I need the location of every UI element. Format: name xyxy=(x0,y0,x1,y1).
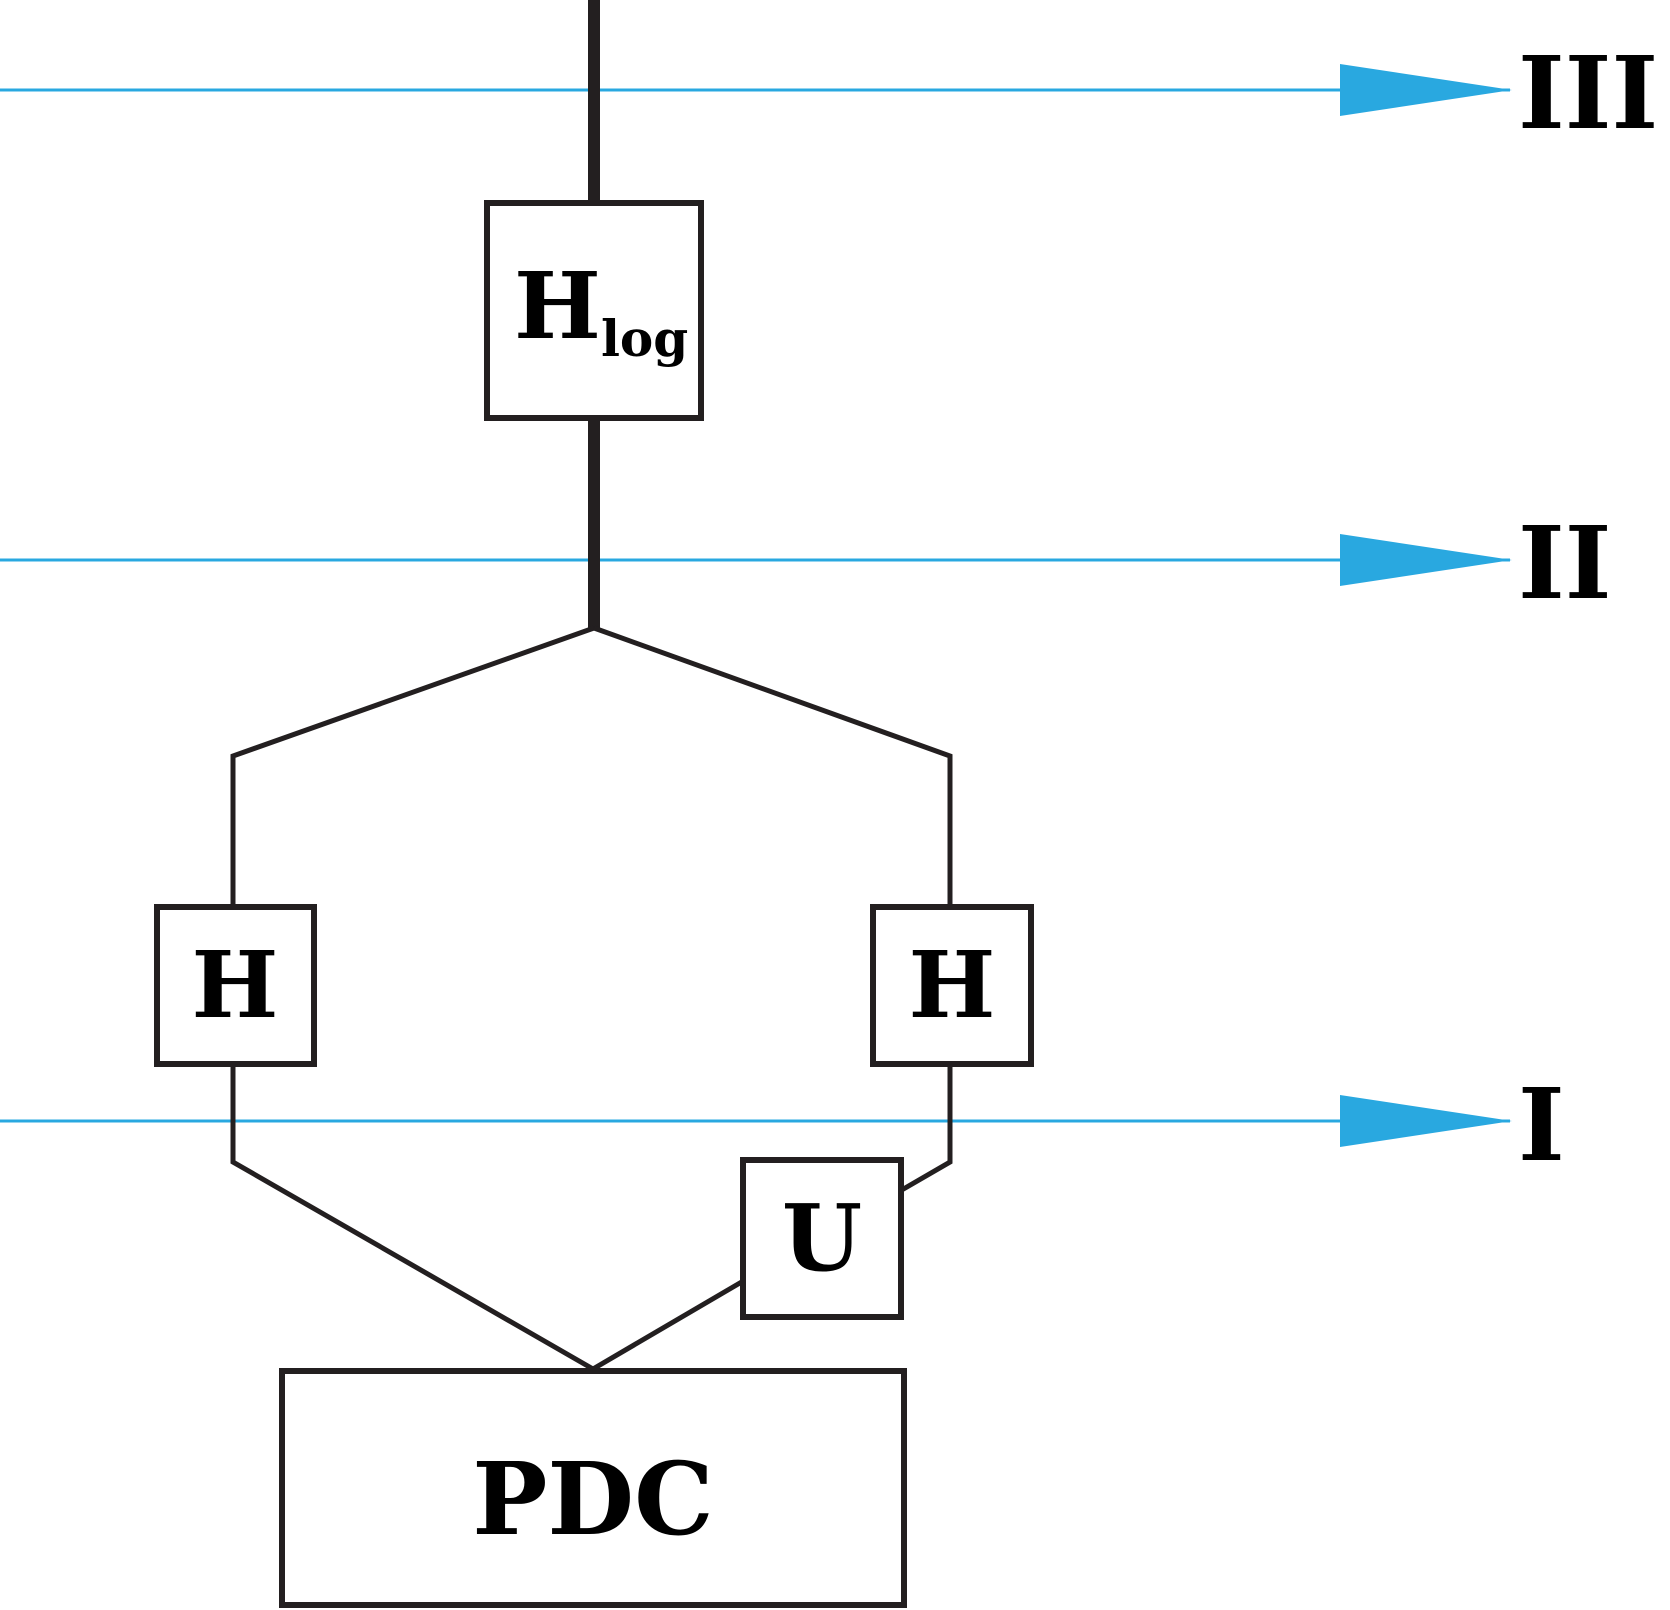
h-gate-left: H xyxy=(154,904,317,1067)
left-branch-wire xyxy=(230,625,595,907)
hlog-label-subscript: log xyxy=(601,309,688,368)
level-label-iii: III xyxy=(1518,34,1658,152)
h-left-box xyxy=(154,904,317,1067)
h-left-label: H xyxy=(192,931,279,1039)
h-right-label: H xyxy=(909,931,996,1039)
right-branch-wire xyxy=(593,625,953,907)
right-lower-wire xyxy=(898,1063,953,1194)
h-right-box xyxy=(870,904,1034,1067)
h-gate-right: H xyxy=(870,904,1034,1067)
u-gate: U xyxy=(740,1157,904,1320)
level-lines xyxy=(0,64,1512,1147)
u-box xyxy=(740,1157,904,1320)
left-lower-wire xyxy=(230,1063,595,1372)
level-label-ii: II xyxy=(1518,504,1612,622)
u-to-pdc-wire xyxy=(591,1277,747,1372)
u-label: U xyxy=(782,1184,862,1292)
pdc-source: PDC xyxy=(279,1368,907,1608)
hlog-label: Hlog xyxy=(514,252,688,368)
pdc-label: PDC xyxy=(472,1440,714,1558)
hlog-box xyxy=(484,200,704,421)
pdc-box xyxy=(279,1368,907,1608)
hlog-label-main: H xyxy=(514,252,601,360)
hlog-gate: Hlog xyxy=(484,200,704,421)
level-label-i: I xyxy=(1518,1066,1565,1184)
